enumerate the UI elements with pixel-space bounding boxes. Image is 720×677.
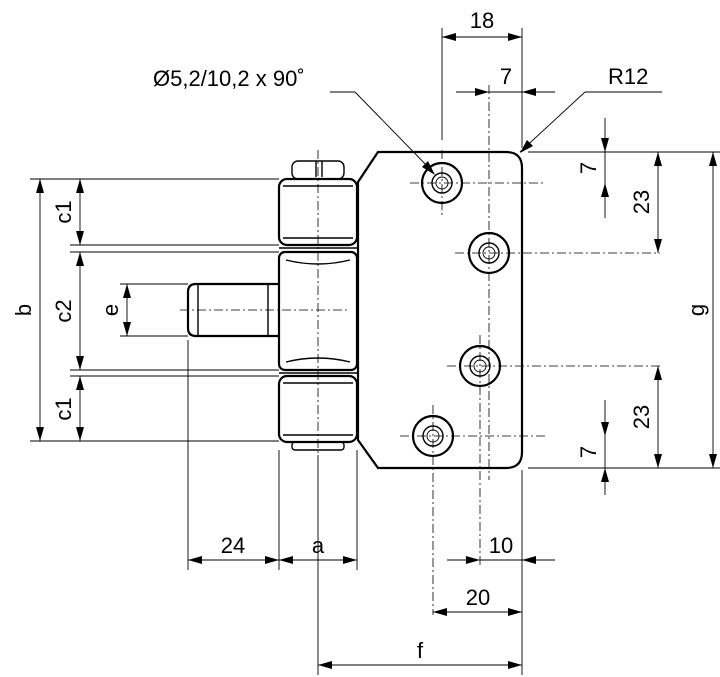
dim-hole-offset-right-bottom: 7: [576, 446, 601, 458]
countersunk-holes: [411, 161, 511, 458]
dim-hole-offset-top: 7: [500, 64, 512, 89]
dim-top-width: 18: [470, 8, 494, 33]
dim-pin-e: e: [98, 304, 123, 316]
dim-pin-length: 24: [221, 533, 245, 558]
dimension-lines: [36, 33, 717, 669]
dim-hole-spec: Ø5,2/10,2 x 90˚: [153, 66, 305, 91]
extension-lines: [30, 28, 720, 675]
dim-knuckle-c1-bottom: c1: [51, 397, 76, 420]
dim-hole-spacing-top: 23: [629, 190, 654, 214]
dim-corner-radius: R12: [608, 64, 648, 89]
dim-hole-offset-right-top: 7: [576, 162, 601, 174]
dim-overall-height: g: [684, 304, 709, 316]
dim-knuckle-c2: c2: [51, 299, 76, 322]
dim-leaf-height: b: [11, 304, 36, 316]
dim-knuckle-c1-top: c1: [51, 200, 76, 223]
center-lines: [180, 85, 660, 615]
dim-knuckle-width: a: [312, 533, 325, 558]
dim-hole-spacing-bottom: 23: [629, 405, 654, 429]
dim-overall-width: f: [417, 638, 424, 663]
dimension-labels: 18 Ø5,2/10,2 x 90˚ 7 R12 7 23 g b c1 c2 …: [11, 8, 709, 663]
dim-hole-offset-bottom: 10: [489, 533, 513, 558]
dim-bottom-width: 20: [466, 585, 490, 610]
hinge-plate: [356, 150, 524, 470]
